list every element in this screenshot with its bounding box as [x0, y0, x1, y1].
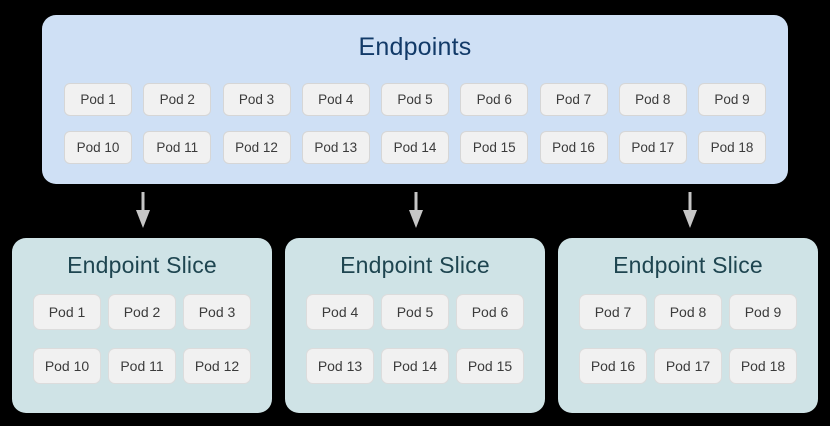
pod-chip[interactable]: Pod 15 — [456, 348, 524, 384]
pod-chip[interactable]: Pod 5 — [381, 83, 449, 116]
slice-row-top: Pod 1 Pod 2 Pod 3 — [33, 294, 251, 330]
pod-chip[interactable]: Pod 18 — [698, 131, 766, 164]
arrow-down-icon — [683, 192, 697, 228]
pod-chip[interactable]: Pod 10 — [64, 131, 132, 164]
arrow-down-icon — [409, 192, 423, 228]
slice-row-bottom: Pod 10 Pod 11 Pod 12 — [33, 348, 251, 384]
pod-chip[interactable]: Pod 13 — [301, 131, 370, 164]
endpoint-slice-title: Endpoint Slice — [67, 252, 217, 278]
pod-chip[interactable]: Pod 16 — [579, 348, 647, 384]
endpoints-title: Endpoints — [358, 33, 472, 61]
pod-chip[interactable]: Pod 2 — [108, 294, 176, 330]
pod-chip[interactable]: Pod 9 — [698, 83, 766, 116]
pod-chip[interactable]: Pod 11 — [108, 348, 176, 384]
pod-chip[interactable]: Pod 10 — [33, 348, 101, 384]
pod-chip[interactable]: Pod 17 — [618, 131, 687, 164]
endpoint-slice-box: Endpoint Slice Pod 4 Pod 5 Pod 6 Pod 13 … — [285, 238, 545, 413]
pod-chip[interactable]: Pod 1 — [33, 294, 101, 330]
pod-chip[interactable]: Pod 3 — [222, 83, 291, 116]
pod-chip[interactable]: Pod 4 — [306, 294, 374, 330]
pod-chip[interactable]: Pod 15 — [460, 131, 529, 164]
pod-chip[interactable]: Pod 1 — [64, 83, 132, 116]
endpoint-slice-title: Endpoint Slice — [340, 252, 490, 278]
endpoints-row-top: Pod 1 Pod 2 Pod 3 Pod 4 Pod 5 Pod 6 Pod … — [64, 83, 766, 116]
pod-chip[interactable]: Pod 5 — [381, 294, 449, 330]
endpoints-panel: Endpoints Pod 1 Pod 2 Pod 3 Pod 4 Pod 5 … — [42, 15, 788, 184]
arrow-down-icon — [136, 192, 150, 228]
pod-chip[interactable]: Pod 2 — [143, 83, 212, 116]
slice-row-top: Pod 4 Pod 5 Pod 6 — [306, 294, 524, 330]
slice-row-bottom: Pod 16 Pod 17 Pod 18 — [579, 348, 797, 384]
pod-chip[interactable]: Pod 9 — [729, 294, 797, 330]
pod-chip[interactable]: Pod 17 — [654, 348, 722, 384]
pod-chip[interactable]: Pod 8 — [618, 83, 687, 116]
endpoints-row-bottom: Pod 10 Pod 11 Pod 12 Pod 13 Pod 14 Pod 1… — [64, 131, 766, 164]
pod-chip[interactable]: Pod 13 — [306, 348, 374, 384]
endpoint-slice-title: Endpoint Slice — [613, 252, 763, 278]
slice-row-bottom: Pod 13 Pod 14 Pod 15 — [306, 348, 524, 384]
pod-chip[interactable]: Pod 16 — [539, 131, 608, 164]
pod-chip[interactable]: Pod 14 — [381, 131, 449, 164]
pod-chip[interactable]: Pod 6 — [456, 294, 524, 330]
pod-chip[interactable]: Pod 14 — [381, 348, 449, 384]
pod-chip[interactable]: Pod 4 — [301, 83, 370, 116]
endpoint-slice-box: Endpoint Slice Pod 7 Pod 8 Pod 9 Pod 16 … — [558, 238, 818, 413]
pod-chip[interactable]: Pod 11 — [143, 131, 212, 164]
pod-chip[interactable]: Pod 3 — [183, 294, 251, 330]
pod-chip[interactable]: Pod 8 — [654, 294, 722, 330]
endpoint-slice-box: Endpoint Slice Pod 1 Pod 2 Pod 3 Pod 10 … — [12, 238, 272, 413]
pod-chip[interactable]: Pod 12 — [222, 131, 291, 164]
pod-chip[interactable]: Pod 6 — [460, 83, 529, 116]
pod-chip[interactable]: Pod 12 — [183, 348, 251, 384]
pod-chip[interactable]: Pod 18 — [729, 348, 797, 384]
pod-chip[interactable]: Pod 7 — [579, 294, 647, 330]
slice-row-top: Pod 7 Pod 8 Pod 9 — [579, 294, 797, 330]
pod-chip[interactable]: Pod 7 — [539, 83, 608, 116]
